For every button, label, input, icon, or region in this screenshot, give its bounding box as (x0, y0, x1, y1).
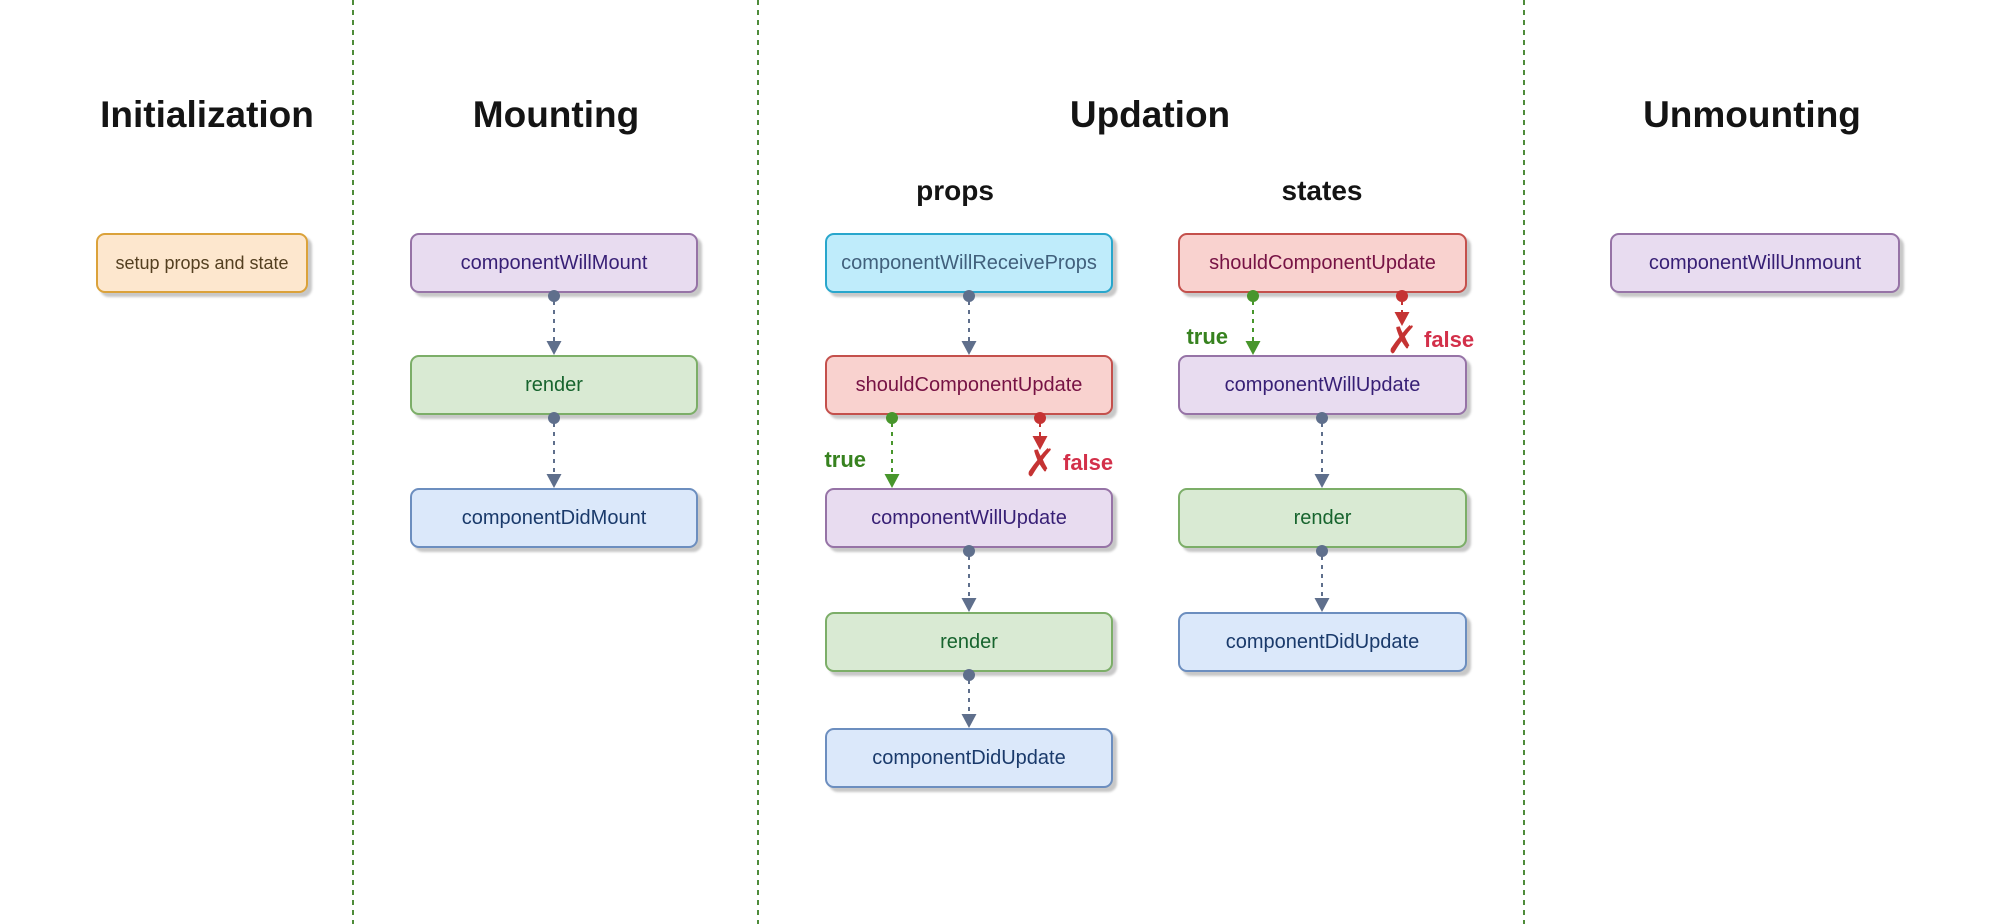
connector-props-render-to-didupdate (961, 669, 977, 728)
node-component-will-receive-props: componentWillReceiveProps (825, 233, 1113, 293)
node-render-props: render (825, 612, 1113, 672)
false-label: false (1063, 450, 1113, 475)
true-label: true (824, 447, 866, 472)
connector-props-false-branch: false ✗ (1024, 412, 1113, 485)
false-label: false (1424, 327, 1474, 352)
node-component-did-update-props: componentDidUpdate (825, 728, 1113, 788)
connector-arrowhead (546, 474, 562, 488)
section-title-initialization: Initialization (100, 94, 314, 135)
node-should-component-update-props: shouldComponentUpdate (825, 355, 1113, 415)
node-render-mounting: render (410, 355, 698, 415)
section-title-unmounting: Unmounting (1643, 94, 1861, 135)
connector-arrowhead (1394, 312, 1410, 326)
node-component-did-update-states: componentDidUpdate (1178, 612, 1467, 672)
column-label-states: states (1281, 175, 1363, 206)
connector-arrowhead (1314, 474, 1330, 488)
connector-states-render-to-didupdate (1314, 545, 1330, 612)
connector-arrowhead (884, 474, 900, 488)
connector-arrowhead (1314, 598, 1330, 612)
connector-arrowhead (546, 341, 562, 355)
section-divider-2 (757, 0, 759, 924)
section-title-updation: Updation (1069, 94, 1231, 135)
connector-props-willupdate-to-render (961, 545, 977, 612)
connector-mounting-render-to-didmount (546, 412, 562, 488)
connector-mounting-willmount-to-render (546, 290, 562, 355)
node-component-will-update-props: componentWillUpdate (825, 488, 1113, 548)
connector-props-receiveprops-to-should (961, 290, 977, 355)
connector-arrowhead (1245, 341, 1261, 355)
node-component-will-unmount: componentWillUnmount (1610, 233, 1900, 293)
false-x-icon: ✗ (1024, 443, 1056, 485)
node-component-will-mount: componentWillMount (410, 233, 698, 293)
column-label-props: props (916, 175, 994, 206)
connector-arrowhead (961, 341, 977, 355)
connector-arrowhead (1032, 436, 1048, 450)
section-divider-3 (1523, 0, 1525, 924)
node-component-will-update-states: componentWillUpdate (1178, 355, 1467, 415)
true-label: true (1186, 324, 1228, 349)
node-render-states: render (1178, 488, 1467, 548)
node-should-component-update-states: shouldComponentUpdate (1178, 233, 1467, 293)
connector-arrowhead (961, 598, 977, 612)
connector-states-false-branch: false✗ (1386, 290, 1474, 362)
connector-states-willupdate-to-render (1314, 412, 1330, 488)
connector-states-true-branch: true (1186, 290, 1261, 355)
connector-props-true-branch: true (824, 412, 900, 488)
connector-arrowhead (961, 714, 977, 728)
node-component-did-mount: componentDidMount (410, 488, 698, 548)
section-divider-1 (352, 0, 354, 924)
section-title-mounting: Mounting (472, 94, 640, 135)
node-setup-props-and-state: setup props and state (96, 233, 308, 293)
